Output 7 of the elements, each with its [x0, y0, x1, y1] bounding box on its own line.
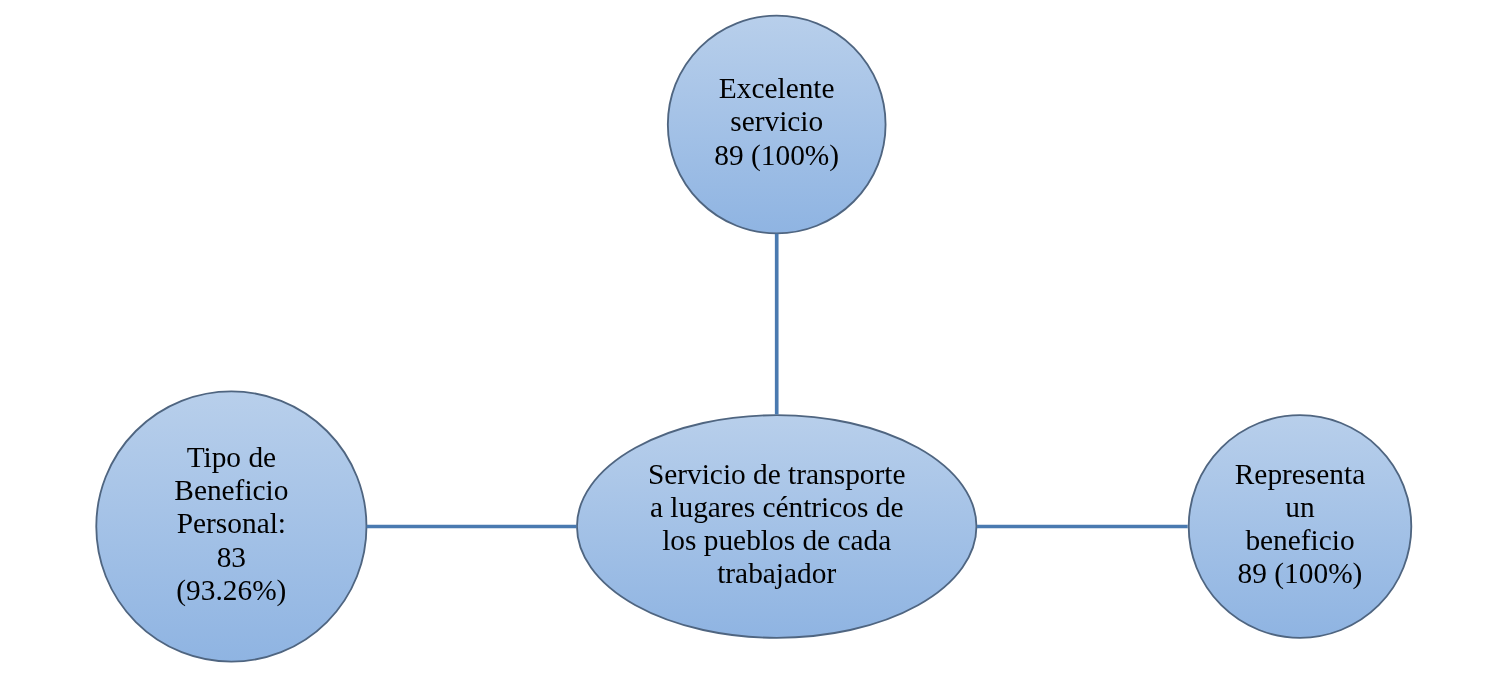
node-circle: Representa un beneficio 89 (100%)	[1187, 414, 1413, 639]
node-ellipse: Servicio de transporte a lugares céntricos de los pueblos de cada trabajador	[576, 414, 978, 639]
connector	[366, 524, 577, 529]
connector	[977, 524, 1188, 529]
connector	[774, 233, 779, 415]
node-circle: Tipo de Beneficio Personal: 83 (93.26%)	[95, 390, 368, 663]
node-circle: Excelente servicio 89 (100%)	[666, 14, 887, 235]
